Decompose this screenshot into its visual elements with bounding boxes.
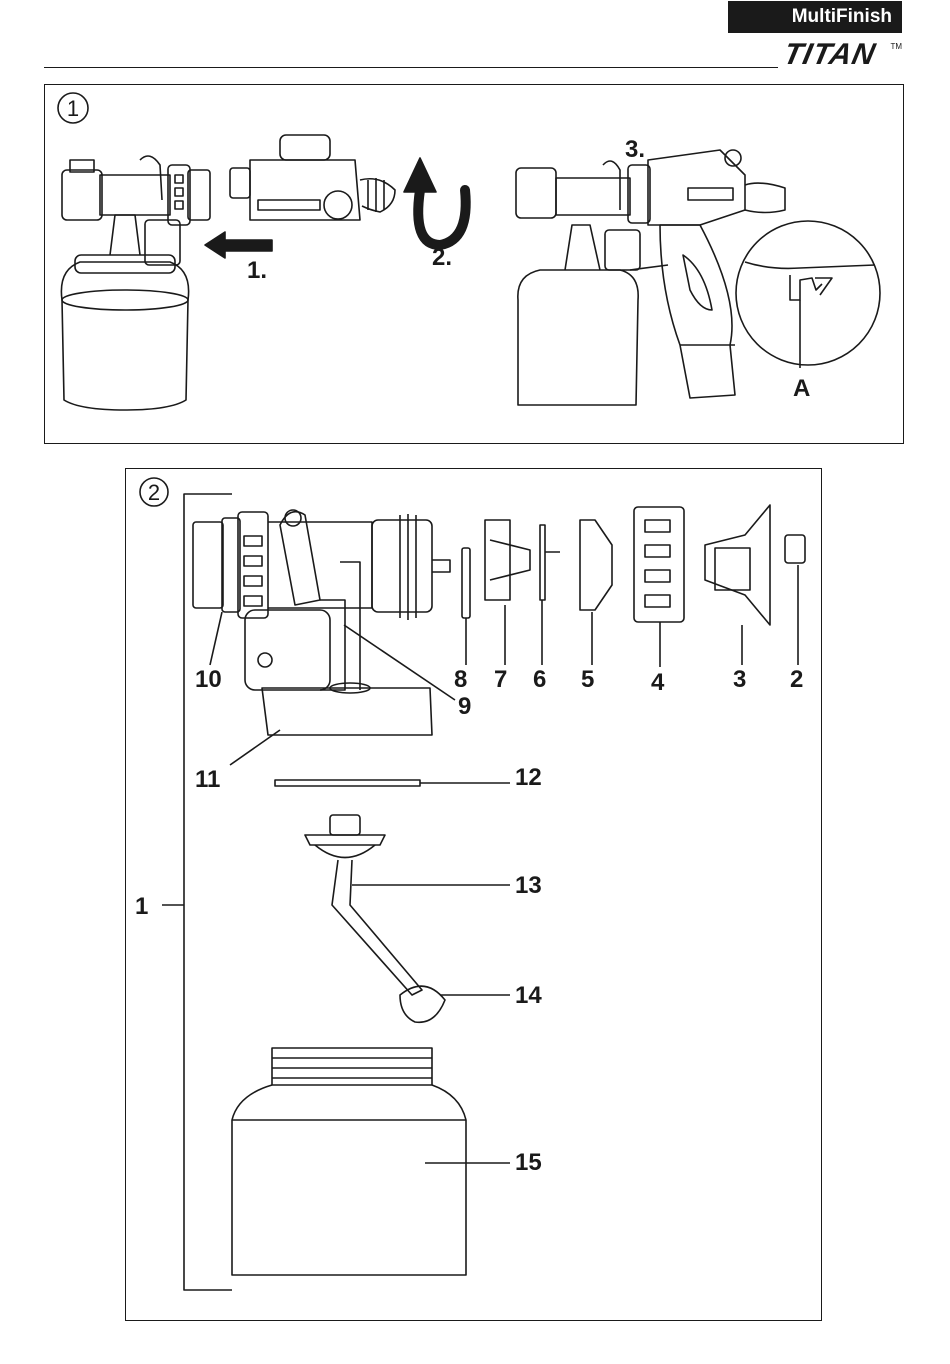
brand-logo: TITAN TM bbox=[781, 38, 902, 74]
figure-2-panel bbox=[125, 468, 822, 1321]
figure-2-number: 2 bbox=[139, 477, 169, 507]
label-4: 4 bbox=[651, 669, 665, 696]
label-9: 9 bbox=[458, 693, 471, 720]
svg-text:1.: 1. bbox=[247, 257, 267, 284]
bracket-part-1: 1 bbox=[135, 493, 232, 1291]
detail-magnifier-a: A bbox=[735, 220, 881, 402]
figure-1-number: 1 bbox=[57, 92, 89, 124]
svg-text:2: 2 bbox=[148, 480, 160, 505]
product-name-badge: MultiFinish bbox=[728, 1, 902, 33]
product-name: MultiFinish bbox=[791, 6, 892, 27]
label-11: 11 bbox=[195, 766, 220, 793]
label-6: 6 bbox=[533, 666, 546, 693]
label-8: 8 bbox=[454, 666, 467, 693]
label-13: 13 bbox=[515, 872, 542, 899]
svg-text:1: 1 bbox=[135, 893, 148, 920]
paint-container bbox=[231, 1047, 467, 1276]
figure-1-panel bbox=[44, 84, 904, 444]
gasket bbox=[274, 779, 421, 787]
pickup-tube bbox=[304, 814, 446, 1024]
svg-text:A: A bbox=[793, 375, 810, 402]
gun-front-middle bbox=[229, 134, 396, 221]
header-divider bbox=[44, 67, 778, 68]
trademark-mark: TM bbox=[890, 42, 902, 51]
arrow-step-1: 1. bbox=[204, 231, 273, 284]
label-7: 7 bbox=[494, 666, 507, 693]
parts-2-to-8 bbox=[461, 504, 806, 626]
label-15: 15 bbox=[515, 1149, 542, 1176]
spray-gun-assembled: 3. bbox=[515, 136, 786, 406]
spray-attachment-left bbox=[60, 155, 211, 411]
label-10: 10 bbox=[195, 666, 222, 693]
label-5: 5 bbox=[581, 666, 594, 693]
label-2: 2 bbox=[790, 666, 803, 693]
arrow-step-2-rotate: 2. bbox=[403, 157, 471, 271]
svg-text:2.: 2. bbox=[432, 244, 452, 271]
label-12: 12 bbox=[515, 764, 542, 791]
label-3: 3 bbox=[733, 666, 746, 693]
svg-text:3.: 3. bbox=[625, 136, 645, 163]
label-14: 14 bbox=[515, 982, 542, 1009]
part-labels: 10 8 7 6 5 4 3 2 9 11 12 13 14 15 bbox=[195, 666, 803, 1176]
svg-text:1: 1 bbox=[67, 96, 79, 121]
leader-lines bbox=[209, 565, 799, 1164]
spray-attachment-exploded bbox=[192, 509, 451, 736]
